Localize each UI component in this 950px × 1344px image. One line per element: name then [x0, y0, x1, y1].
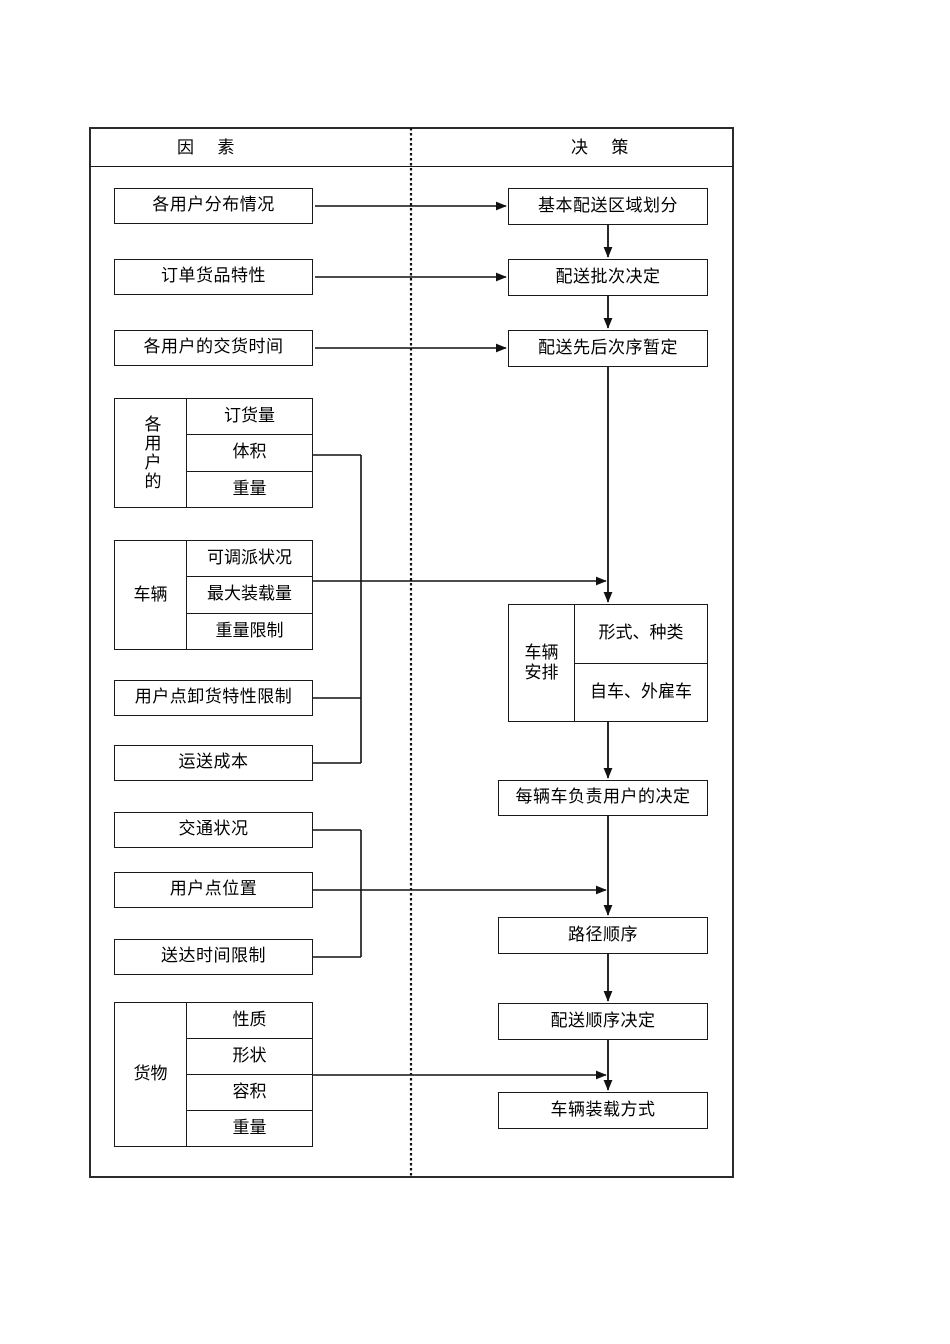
decision-group-label-line2: 安排: [524, 663, 559, 683]
decision-group-rows: 形式、种类 自车、外雇车: [575, 605, 707, 721]
factor-box-unload-property-limit: 用户点卸货特性限制: [114, 680, 313, 716]
decision-label: 配送批次决定: [555, 266, 661, 287]
factor-group-goods: 货物 性质 形状 容积 重量: [114, 1002, 313, 1147]
decision-box-vehicle-loading-method: 车辆装载方式: [498, 1092, 708, 1129]
factor-box-transport-cost: 运送成本: [114, 745, 313, 781]
header-separator: [90, 166, 733, 167]
factor-label: 送达时间限制: [161, 946, 266, 967]
factor-group-row: 可调派状况: [187, 541, 312, 578]
factor-box-order-goods-property: 订单货品特性: [114, 259, 313, 295]
decision-box-basic-delivery-zone: 基本配送区域划分: [508, 188, 708, 225]
decision-label: 基本配送区域划分: [538, 195, 678, 216]
factor-group-row: 重量: [232, 1117, 267, 1138]
decision-label: 车辆装载方式: [550, 1099, 656, 1120]
factor-group-rows: 性质 形状 容积 重量: [187, 1003, 312, 1146]
decision-group-label-line1: 车辆: [524, 642, 559, 663]
factor-group-row: 容积: [187, 1075, 312, 1111]
decision-group-row-text: 自车、外雇车: [590, 681, 692, 702]
factor-group-row: 性质: [187, 1003, 312, 1039]
decision-label: 配送先后次序暂定: [538, 337, 678, 358]
factor-group-label: 各用户的: [115, 399, 187, 507]
decision-group-label: 车辆 安排: [509, 605, 575, 721]
factor-box-customer-point-location: 用户点位置: [114, 872, 313, 908]
factor-group-row: 体积: [187, 435, 312, 472]
factor-label: 交通状况: [178, 819, 249, 840]
factor-label: 用户点卸货特性限制: [134, 687, 293, 708]
decision-group-row: 自车、外雇车: [575, 664, 707, 722]
factor-group-label: 车辆: [115, 541, 187, 649]
factor-group-row: 最大装载量: [187, 577, 312, 614]
decision-group-vehicle-arrangement: 车辆 安排 形式、种类 自车、外雇车: [508, 604, 708, 722]
factor-group-rows: 订货量 体积 重量: [187, 399, 312, 507]
factor-group-label: 货物: [115, 1003, 187, 1146]
decision-box-delivery-batch: 配送批次决定: [508, 259, 708, 296]
factor-label: 各用户分布情况: [152, 195, 275, 216]
factor-group-rows: 可调派状况 最大装载量 重量限制: [187, 541, 312, 649]
factor-group-each-customer: 各用户的 订货量 体积 重量: [114, 398, 313, 508]
column-header-factors: 因 素: [177, 138, 244, 158]
decision-label: 每辆车负责用户的决定: [515, 787, 691, 808]
factor-box-customer-distribution: 各用户分布情况: [114, 188, 313, 224]
decision-box-delivery-order-tentative: 配送先后次序暂定: [508, 330, 708, 367]
decision-label: 路径顺序: [568, 924, 638, 945]
factor-label: 各用户的交货时间: [143, 337, 284, 358]
factor-box-traffic-condition: 交通状况: [114, 812, 313, 848]
decision-label: 配送顺序决定: [550, 1010, 656, 1031]
factor-box-arrival-time-limit: 送达时间限制: [114, 939, 313, 975]
factor-group-row: 订货量: [187, 399, 312, 436]
decision-box-per-vehicle-customer: 每辆车负责用户的决定: [498, 780, 708, 816]
factor-label: 运送成本: [178, 752, 249, 773]
factor-group-row: 重量: [232, 478, 267, 499]
factor-box-customer-delivery-time: 各用户的交货时间: [114, 330, 313, 366]
factor-label: 用户点位置: [169, 879, 258, 900]
factor-group-row: 重量限制: [215, 620, 284, 641]
factor-group-row: 形状: [187, 1039, 312, 1075]
column-header-decisions: 决 策: [571, 138, 638, 158]
decision-group-row: 形式、种类: [575, 605, 707, 664]
factor-label: 订单货品特性: [161, 266, 266, 287]
decision-box-route-sequence: 路径顺序: [498, 917, 708, 954]
factor-group-vehicle: 车辆 可调派状况 最大装载量 重量限制: [114, 540, 313, 650]
decision-box-delivery-sequence: 配送顺序决定: [498, 1003, 708, 1040]
